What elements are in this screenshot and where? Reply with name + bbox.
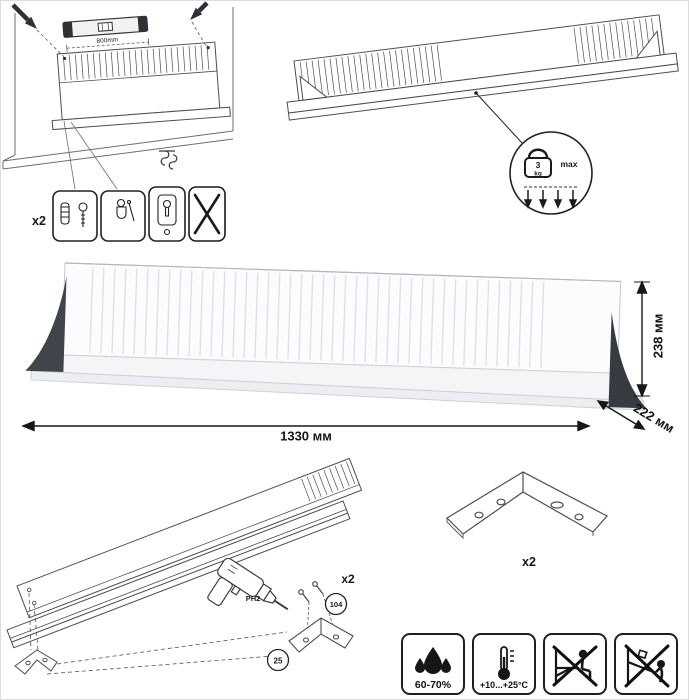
svg-text:25: 25 xyxy=(274,657,283,666)
hook-icon xyxy=(159,150,178,170)
temperature-label: +10...+25°C xyxy=(479,680,529,690)
no-sitting-icon xyxy=(552,645,598,687)
care-pictograms: 60-70% +10...+25°C xyxy=(401,633,688,699)
fastener-box-picture-hook xyxy=(100,190,146,242)
corner-bracket xyxy=(446,471,608,540)
mount-point-arrow-left xyxy=(11,3,37,29)
slats-right xyxy=(573,17,657,64)
water-drops-icon xyxy=(415,646,451,674)
detail-bracket xyxy=(288,617,354,653)
panel-grooves xyxy=(89,266,545,368)
wall-mounting-drawing: 800mm xyxy=(2,1,234,242)
wall-corner-lines xyxy=(2,7,234,170)
humidity-label: 60-70% xyxy=(414,678,452,691)
end-bracket-right xyxy=(608,312,647,409)
wall-shelf-board xyxy=(51,106,231,131)
bracket-count-label: x2 xyxy=(522,555,536,569)
svg-text:104: 104 xyxy=(330,600,343,609)
width-dimension-label: 1330 мм xyxy=(280,428,332,444)
temperature-box: +10...+25°C xyxy=(472,633,536,695)
fastener-box-excluded xyxy=(188,186,226,242)
panel-part-slats xyxy=(301,461,356,502)
spirit-level-icon xyxy=(62,15,149,38)
thermometer-icon xyxy=(498,646,514,680)
height-dimension-label: 238 мм xyxy=(650,313,666,359)
shelf-product-group xyxy=(25,262,647,411)
exploded-dashes xyxy=(28,592,288,675)
mount-measurement: 800mm xyxy=(66,36,150,52)
board-part xyxy=(6,500,351,649)
support-left xyxy=(299,75,329,101)
product-dimensions-view: 1330 мм 238 мм 222 мм xyxy=(1,246,688,446)
leader-line xyxy=(475,92,524,145)
no-sitting-box xyxy=(543,633,607,695)
fastener-box-dowel xyxy=(52,190,98,242)
load-limit-callout: 3 kg max xyxy=(509,131,593,215)
assembly-count-label: x2 xyxy=(341,572,355,586)
fasteners-count-label: x2 xyxy=(32,214,46,228)
board-lip xyxy=(287,63,679,121)
mount-hole-right xyxy=(206,46,210,50)
part-number-badge-bracket: 25 xyxy=(266,648,290,672)
attached-bracket xyxy=(14,649,58,675)
end-bracket-left xyxy=(25,276,67,373)
bracket-drawing: x2 xyxy=(446,471,608,569)
no-climbing-icon xyxy=(624,644,670,688)
assembly-exploded-view: PH2 104 xyxy=(1,436,421,699)
shelf-board-front xyxy=(30,370,645,411)
shelf-outline-group xyxy=(286,14,679,121)
panel-top-edge xyxy=(64,262,621,283)
load-unit: kg xyxy=(534,171,542,178)
depth-dimension-arrow xyxy=(596,400,646,430)
load-limit-diagram: 3 kg max xyxy=(276,1,688,221)
support-right xyxy=(635,29,661,59)
fastener-leader-lines xyxy=(63,120,118,190)
shelf-sketch: 3 kg max xyxy=(286,14,679,215)
bracket-part-view: x2 xyxy=(431,456,641,581)
bit-label: PH2 xyxy=(246,594,261,603)
mount-point-arrow-right xyxy=(190,1,209,20)
load-qualifier: max xyxy=(560,159,577,169)
width-dimension-arrow xyxy=(21,420,591,432)
no-climbing-box xyxy=(614,633,678,695)
panel-part xyxy=(16,457,363,619)
humidity-box: 60-70% xyxy=(401,633,465,695)
load-arrows xyxy=(523,190,578,209)
mounted-panel-group: 800mm xyxy=(51,15,231,131)
assembly-drawing: PH2 104 xyxy=(6,457,363,675)
mount-measurement-label: 800mm xyxy=(96,36,118,45)
kettlebell-icon: 3 kg xyxy=(524,148,552,178)
screwdriver-icon xyxy=(207,557,289,611)
wall-mounting-diagram: 800mm xyxy=(1,1,241,251)
height-dimension-arrow xyxy=(634,280,650,398)
pointer-dashes xyxy=(36,21,207,57)
mount-hole-left xyxy=(62,56,67,61)
product-render xyxy=(21,262,650,432)
screw-icons xyxy=(298,581,324,603)
fastener-box-keyhole xyxy=(148,186,186,242)
screw-axis-dashes xyxy=(306,593,336,637)
load-value: 3 xyxy=(536,160,541,170)
part-number-badge-screw: 104 xyxy=(324,592,348,616)
wall-panel-slats xyxy=(63,44,210,81)
